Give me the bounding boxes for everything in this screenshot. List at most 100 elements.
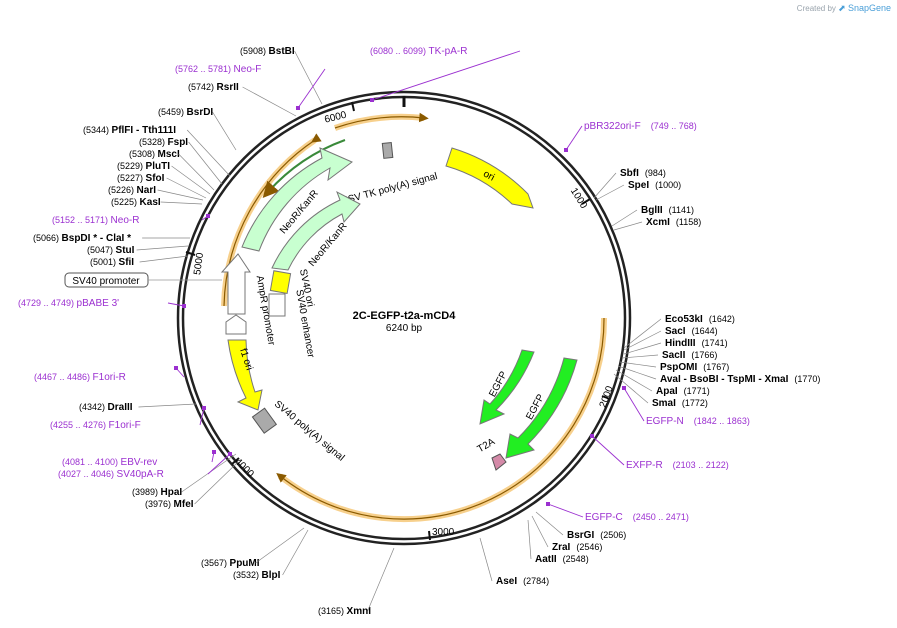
primer-label: (4467 .. 4486) F1ori-R	[34, 372, 126, 383]
primer-range: (749 .. 768)	[651, 121, 697, 131]
enzyme-leader	[595, 184, 625, 201]
enzyme-label: SacI(1644)	[665, 326, 718, 337]
primer-leader	[207, 453, 231, 475]
enzyme-name: DraIII	[108, 402, 133, 413]
primer-leader	[167, 302, 185, 307]
enzyme-name: SbfI	[620, 168, 639, 179]
primer-leader	[371, 50, 521, 101]
enzyme-position: (1158)	[676, 217, 701, 227]
enzyme-name: BspDI * - ClaI *	[62, 233, 132, 244]
enzyme-leader	[194, 461, 239, 505]
enzyme-leader	[613, 373, 649, 404]
enzyme-name: PluTI	[146, 161, 171, 172]
primer-name: F1ori-F	[109, 420, 141, 431]
primer-label: pBR322ori-F(749 .. 768)	[584, 121, 697, 132]
primer-range: (4729 .. 4749)	[18, 298, 77, 308]
enzyme-position: (5229)	[117, 161, 146, 171]
primer-leader	[199, 407, 205, 426]
primer-site-mark	[182, 304, 186, 308]
enzyme-name: PpuMI	[230, 558, 260, 569]
primer-leader	[547, 503, 584, 518]
enzyme-position: (5344)	[83, 125, 112, 135]
primer-site-mark	[546, 502, 550, 506]
tick-3000: 3000	[432, 527, 455, 538]
enzyme-label: ApaI(1771)	[656, 386, 710, 397]
enzyme-label: (5001) SfiI	[90, 257, 134, 268]
enzyme-name: HindIII	[665, 338, 696, 349]
enzyme-label: SpeI(1000)	[628, 180, 681, 191]
primer-range: (4255 .. 4276)	[50, 420, 109, 430]
primer-leader	[591, 435, 625, 466]
primer-label: (4729 .. 4749) pBABE 3'	[18, 298, 119, 309]
primer-name: EGFP-C	[585, 512, 623, 523]
enzyme-label: ZraI (2546)	[552, 542, 602, 553]
enzyme-leader	[136, 245, 189, 251]
enzyme-position: (2546)	[576, 542, 602, 552]
primer-range: (5152 .. 5171)	[52, 215, 111, 225]
enzyme-position: (1741)	[702, 338, 728, 348]
primer-range: (1842 .. 1863)	[694, 416, 750, 426]
enzyme-leader	[294, 50, 323, 105]
enzyme-leader	[617, 365, 657, 380]
feature-f1-ori	[227, 339, 263, 411]
enzyme-leader	[160, 201, 203, 205]
enzyme-position: (1772)	[682, 398, 708, 408]
primer-label: EGFP-N(1842 .. 1863)	[646, 416, 750, 427]
tick-6000: 6000	[323, 110, 348, 126]
credit-brand: SnapGene	[847, 3, 891, 13]
primer-site-mark	[202, 406, 206, 410]
enzyme-name: SfiI	[119, 257, 135, 268]
orf-arc-right-line	[276, 317, 605, 520]
enzyme-name: AseI	[496, 576, 517, 587]
enzyme-position: (1770)	[794, 374, 820, 384]
primer-site-mark	[228, 452, 232, 456]
tick-3000-mark	[428, 530, 431, 541]
enzyme-leader	[593, 172, 617, 199]
enzyme-position: (3532)	[233, 570, 262, 580]
enzyme-label: XcmI(1158)	[646, 217, 701, 228]
enzyme-label: (3532) BlpI	[233, 570, 281, 581]
enzyme-position: (5001)	[90, 257, 119, 267]
primer-range: (5762 .. 5781)	[175, 64, 234, 74]
enzyme-leader	[623, 318, 662, 349]
enzyme-name: SacI	[665, 326, 686, 337]
enzyme-position: (3165)	[318, 606, 347, 616]
orf-arc-top-line	[334, 112, 429, 129]
feature-sv40-enhancer	[268, 293, 286, 317]
enzyme-label: (4342) DraIII	[79, 402, 133, 413]
enzyme-name: KasI	[140, 197, 161, 208]
enzyme-label: (3165) XmnI	[318, 606, 371, 617]
primer-name: TK-pA-R	[429, 46, 468, 57]
enzyme-name: BlpI	[262, 570, 281, 581]
primer-site-mark	[590, 434, 594, 438]
enzyme-name: BsrGI	[567, 530, 594, 541]
enzyme-position: (984)	[645, 168, 666, 178]
primer-label: (6080 .. 6099) TK-pA-R	[370, 46, 467, 57]
enzyme-name: SmaI	[652, 398, 676, 409]
enzyme-leader	[188, 141, 223, 185]
primer-label: (4255 .. 4276) F1ori-F	[50, 420, 141, 431]
enzyme-label: (3567) PpuMI	[201, 558, 260, 569]
snapgene-logo-icon: ⬈	[838, 3, 846, 13]
enzyme-leader	[242, 86, 297, 117]
enzyme-label: BsrGI(2506)	[567, 530, 626, 541]
enzyme-label: SbfI (984)	[620, 168, 666, 179]
enzyme-position: (5742)	[188, 82, 217, 92]
enzyme-position: (2784)	[523, 576, 549, 586]
enzyme-label: (5225) KasI	[111, 197, 161, 208]
snapgene-credit: Created by ⬈ SnapGene	[797, 3, 891, 14]
enzyme-label: (5308) MscI	[129, 149, 180, 160]
primer-site-mark	[212, 450, 216, 454]
label-ori: ori	[481, 169, 496, 184]
enzyme-label: (3976) MfeI	[145, 499, 194, 510]
primer-name: SV40pA-R	[117, 469, 164, 480]
enzyme-position: (1766)	[691, 350, 717, 360]
enzyme-leader	[138, 403, 197, 408]
enzyme-name: ZraI	[552, 542, 571, 553]
enzyme-leader	[611, 209, 638, 227]
feature-ampr-promoter	[220, 253, 251, 315]
label-sv40-polya: SV40 poly(A) signal	[272, 399, 346, 464]
enzyme-label: (5328) FspI	[139, 137, 188, 148]
primer-name: F1ori-R	[93, 372, 126, 383]
